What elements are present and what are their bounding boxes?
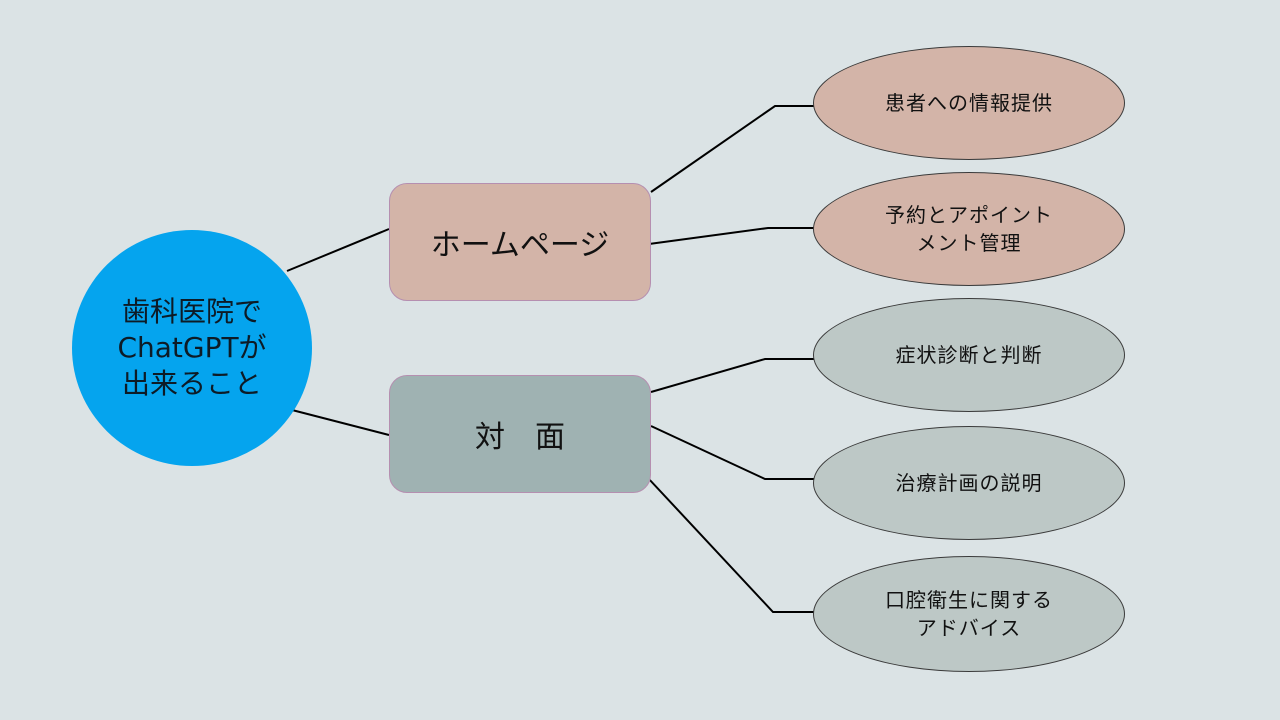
leaf-node-oral-hygiene: 口腔衛生に関する アドバイス xyxy=(813,556,1125,672)
leaf-line: 患者への情報提供 xyxy=(885,91,1053,115)
branch-label: 対 面 xyxy=(475,420,565,455)
leaf-line: メント管理 xyxy=(916,231,1022,255)
leaf-line: 治療計画の説明 xyxy=(895,471,1043,495)
connector-homepage-leaf-1 xyxy=(650,105,815,193)
leaf-line: 症状診断と判断 xyxy=(895,343,1043,367)
leaf-line: 口腔衛生に関する xyxy=(885,588,1053,612)
connector-inperson-leaf-3 xyxy=(650,358,815,393)
root-line: 歯科医院で xyxy=(121,295,262,328)
connector-inperson-leaf-4 xyxy=(650,425,815,480)
connector-root-inperson xyxy=(291,409,390,436)
root-node: 歯科医院で ChatGPTが 出来ること xyxy=(72,230,312,466)
leaf-line: 予約とアポイント xyxy=(885,203,1053,227)
root-line: ChatGPTが xyxy=(117,331,267,364)
leaf-node-patient-info: 患者への情報提供 xyxy=(813,46,1125,160)
connector-homepage-leaf-2 xyxy=(648,227,815,245)
leaf-node-diagnosis: 症状診断と判断 xyxy=(813,298,1125,412)
branch-node-homepage: ホームページ xyxy=(389,183,651,301)
root-line: 出来ること xyxy=(121,367,262,400)
leaf-node-treatment-plan: 治療計画の説明 xyxy=(813,426,1125,540)
connector-root-homepage xyxy=(286,228,390,272)
leaf-node-appointment: 予約とアポイント メント管理 xyxy=(813,172,1125,286)
branch-node-in-person: 対 面 xyxy=(389,375,651,493)
branch-label: ホームページ xyxy=(430,228,610,263)
connector-inperson-leaf-5 xyxy=(647,477,815,613)
leaf-line: アドバイス xyxy=(916,616,1022,640)
